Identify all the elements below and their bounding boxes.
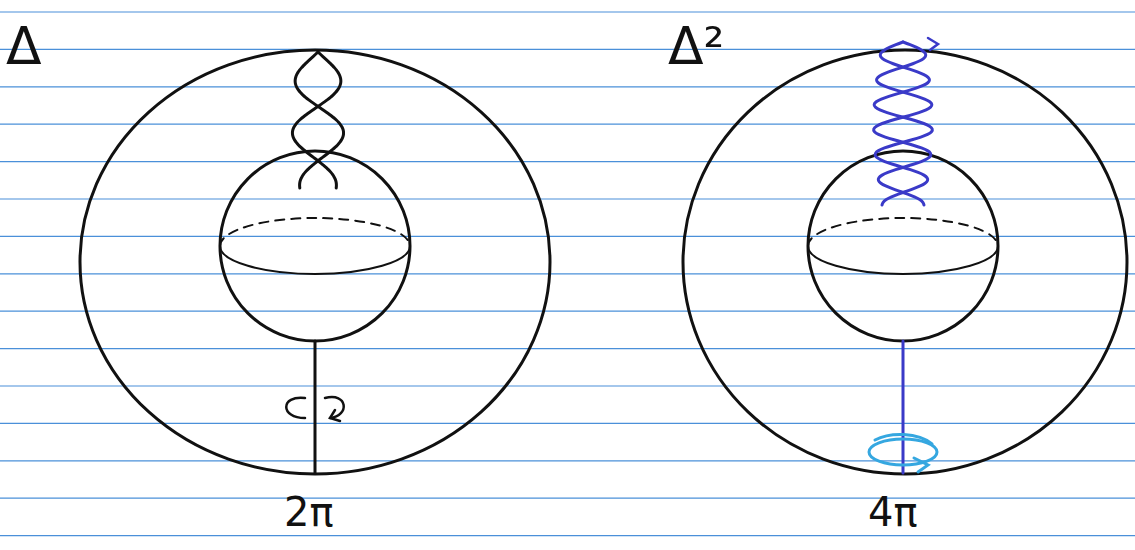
ruled-line	[0, 49, 1135, 50]
ruled-line	[0, 198, 1135, 199]
outer-sphere	[683, 50, 1127, 474]
ruled-line	[0, 460, 1135, 461]
equator-back	[808, 218, 998, 246]
ruled-lines	[0, 12, 1135, 536]
ruled-line	[0, 385, 1135, 386]
rotation-loop	[869, 439, 937, 465]
ruled-line	[0, 535, 1135, 536]
left-figure	[80, 50, 550, 474]
equator-front	[220, 246, 410, 274]
arrow-head	[914, 458, 928, 472]
label: 2π	[284, 492, 334, 532]
ruled-line	[0, 11, 1135, 12]
ruled-line	[0, 236, 1135, 237]
axis-line	[902, 341, 905, 473]
arrow-head	[330, 410, 340, 421]
strand	[874, 42, 932, 205]
strand	[295, 52, 343, 188]
rotation-arrow	[286, 398, 305, 418]
right-figure	[683, 38, 1127, 474]
inner-sphere	[220, 151, 410, 341]
ruled-line	[0, 311, 1135, 312]
equator-back	[220, 218, 410, 246]
ruled-line	[0, 124, 1135, 125]
axis-line	[314, 341, 317, 473]
label: Δ	[6, 20, 42, 72]
inner-sphere	[808, 151, 998, 341]
strand	[874, 42, 932, 205]
equator-front	[808, 246, 998, 274]
ruled-line	[0, 498, 1135, 499]
rotation-loop	[875, 434, 932, 444]
ruled-line	[0, 161, 1135, 162]
outer-sphere	[80, 50, 550, 474]
rotation-arrow	[325, 397, 344, 418]
label: Δ²	[668, 20, 724, 72]
ruled-line	[0, 273, 1135, 274]
ruled-line	[0, 423, 1135, 424]
arrow-head	[928, 38, 938, 50]
twisted-strands	[292, 52, 343, 188]
ruled-line	[0, 348, 1135, 349]
ruled-line	[0, 86, 1135, 87]
label: 4π	[868, 492, 918, 532]
twisted-strands	[874, 42, 933, 205]
